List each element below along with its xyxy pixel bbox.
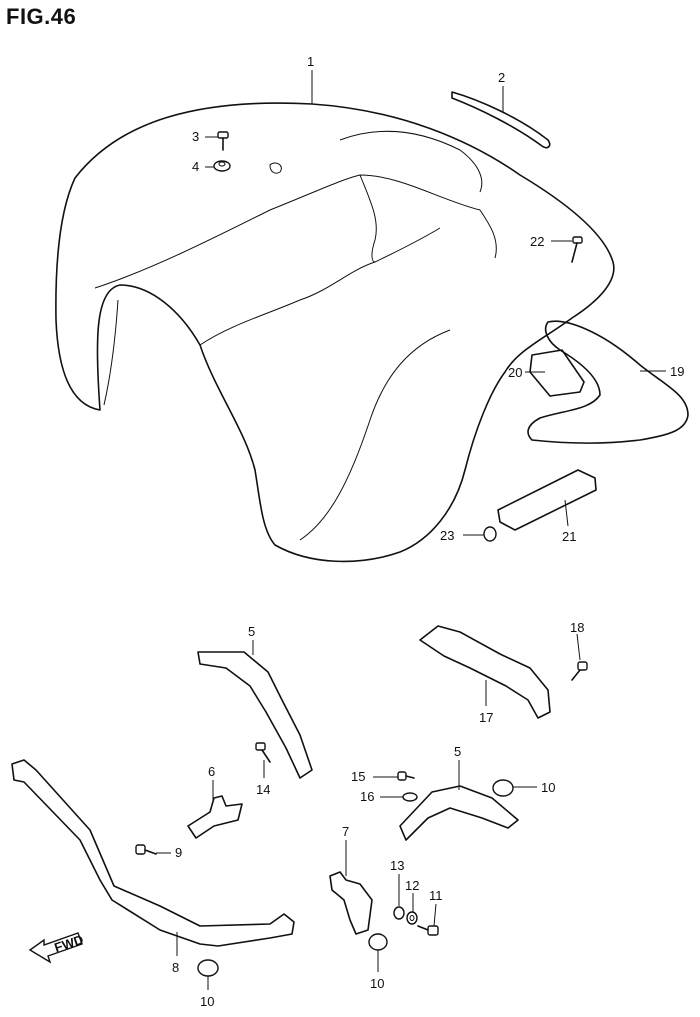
rubber-cap-left xyxy=(197,959,219,977)
reinforcement-plate xyxy=(529,349,585,397)
callout-2: 2 xyxy=(498,70,505,85)
forward-arrow-icon: FWD xyxy=(28,932,85,964)
figure-title: FIG.46 xyxy=(6,4,77,29)
callout-10-bottom: 10 xyxy=(370,976,384,991)
flap-bracket xyxy=(497,469,597,531)
washer-16 xyxy=(402,792,418,802)
callout-5-upper: 5 xyxy=(248,624,255,639)
callout-9: 9 xyxy=(175,845,182,860)
bolt-9 xyxy=(135,844,157,855)
callout-16: 16 xyxy=(360,789,374,804)
callout-22: 22 xyxy=(530,234,544,249)
brace-upper xyxy=(197,651,313,779)
bracket-7 xyxy=(329,871,373,935)
washer-12 xyxy=(406,911,418,925)
callout-7: 7 xyxy=(342,824,349,839)
callout-10-left: 10 xyxy=(200,994,214,1009)
bolt-11 xyxy=(417,925,439,936)
nut-23 xyxy=(483,526,497,542)
callout-8: 8 xyxy=(172,960,179,975)
bracket-17 xyxy=(419,625,551,719)
callout-labels: 1 2 3 4 5 5 6 7 8 9 10 10 10 11 12 13 14… xyxy=(172,54,684,1009)
callout-23: 23 xyxy=(440,528,454,543)
callout-5-lower: 5 xyxy=(454,744,461,759)
callout-13: 13 xyxy=(390,858,404,873)
callout-21: 21 xyxy=(562,529,576,544)
rubber-cap-right xyxy=(492,779,514,797)
mud-flap xyxy=(527,320,689,444)
callout-20: 20 xyxy=(508,365,522,380)
screw-22 xyxy=(571,236,583,263)
callout-11: 11 xyxy=(429,888,443,903)
callout-1: 1 xyxy=(307,54,314,69)
callout-4: 4 xyxy=(192,159,199,174)
bolt-3 xyxy=(217,131,229,151)
bolt-15 xyxy=(397,771,415,781)
callout-19: 19 xyxy=(670,364,684,379)
trim-strip xyxy=(451,91,551,149)
nut-4 xyxy=(213,160,231,172)
callout-18: 18 xyxy=(570,620,584,635)
bolt-18 xyxy=(571,661,588,681)
callout-17: 17 xyxy=(479,710,493,725)
callout-15: 15 xyxy=(351,769,365,784)
callout-10-right: 10 xyxy=(541,780,555,795)
washer-13 xyxy=(393,906,405,920)
callout-6: 6 xyxy=(208,764,215,779)
brace-lower xyxy=(399,785,519,841)
callout-14: 14 xyxy=(256,782,270,797)
callout-3: 3 xyxy=(192,129,199,144)
fwd-label: FWD xyxy=(52,932,85,955)
rubber-cap-bottom xyxy=(368,933,388,951)
bolt-14 xyxy=(255,742,271,763)
bracket-6 xyxy=(187,795,243,839)
callout-12: 12 xyxy=(405,878,419,893)
rear-fender xyxy=(55,102,615,563)
support-bar xyxy=(11,759,295,947)
leader-lines xyxy=(156,70,666,990)
